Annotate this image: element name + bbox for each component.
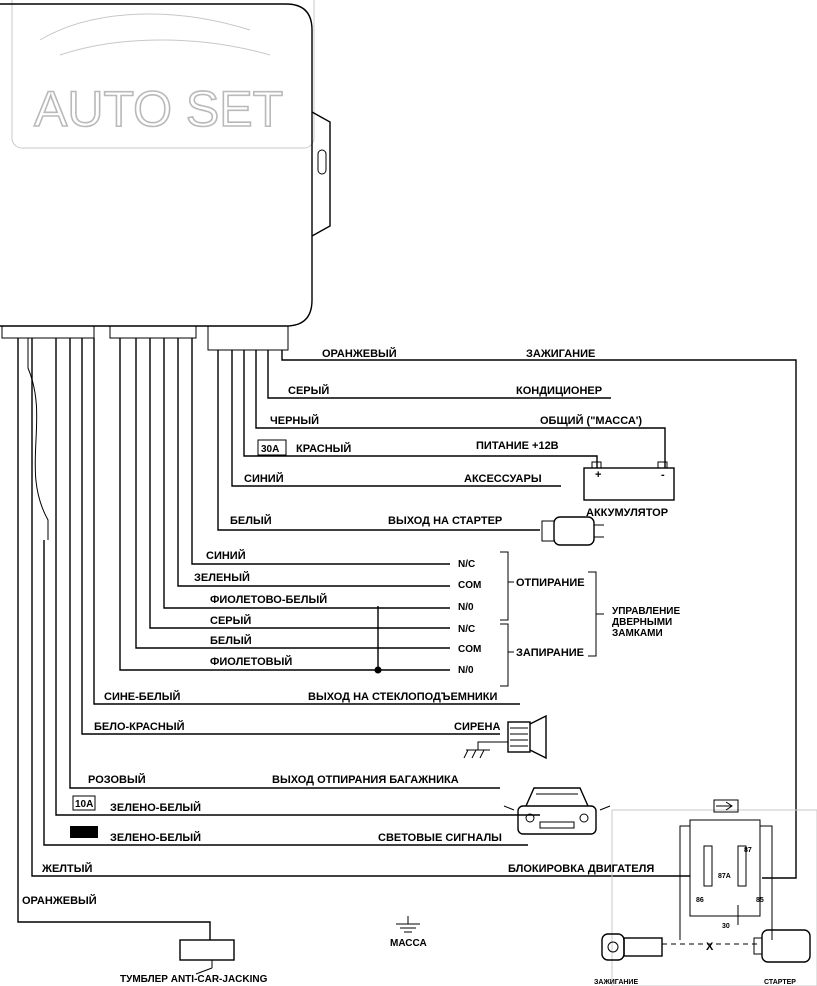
logo-text: AUTO SET [34,81,283,137]
wire-blue-white: СИНЕ-БЕЛЫЙ [104,690,181,703]
wire-orange-top: ОРАНЖЕВЫЙ [322,347,397,360]
contact-no-1: N/0 [458,602,474,613]
label-power: ПИТАНИЕ +12В [476,440,559,452]
label-door-control-1: УПРАВЛЕНИЕ [612,606,680,617]
battery-symbol [583,461,675,501]
wire-white-red: БЕЛО-КРАСНЫЙ [94,720,185,733]
label-ignition: ЗАЖИГАНИЕ [526,348,595,360]
wire-lines-middle [119,338,450,674]
wire-violet-white: ФИОЛЕТОВО-БЕЛЫЙ [210,593,327,606]
label-starter-out: ВЫХОД НА СТАРТЕР [388,515,502,527]
wire-pink: РОЗОВЫЙ [88,773,146,786]
contact-com-1: COM [458,580,481,591]
label-toggle: ТУМБЛЕР ANTI-CAR-JACKING [120,974,268,985]
autoset-logo: AUTO SET [11,0,315,149]
starter-motor-icon [541,516,604,546]
relay-pin-87: 87 [744,847,752,854]
relay-pin-30: 30 [722,923,730,930]
contact-nc-2: N/C [458,624,475,635]
fuse-10a [72,795,96,811]
wire-yellow: ЖЕЛТЫЙ [41,862,92,875]
wire-gray-2: СЕРЫЙ [210,614,251,627]
label-ac: КОНДИЦИОНЕР [516,385,602,397]
starter-motor-bottom-icon [753,929,811,963]
wire-blue-2: СИНИЙ [206,549,246,562]
wire-green-white-1: ЗЕЛЕНО-БЕЛЫЙ [110,801,201,814]
relay-pin-85: 85 [756,897,764,904]
label-accessories: АКСЕССУАРЫ [464,473,542,485]
wire-white-1: БЕЛЫЙ [230,514,272,527]
wire-gray-1: СЕРЫЙ [288,384,329,397]
car-icon [503,787,611,835]
label-trunk: ВЫХОД ОТПИРАНИЯ БАГАЖНИКА [272,774,459,786]
wire-black: ЧЕРНЫЙ [270,414,319,427]
label-ignition-bottom: ЗАЖИГАНИЕ [594,979,638,986]
relay-schematic [611,799,817,986]
label-siren: СИРЕНА [454,721,500,733]
label-windows: ВЫХОД НА СТЕКЛОПОДЪЕМНИКИ [308,691,498,703]
wire-white-2: БЕЛЫЙ [210,634,252,647]
ignition-key-icon [601,933,663,961]
alarm-control-unit [0,3,331,351]
anti-car-jacking-toggle [179,939,235,975]
connector-middle [109,325,197,339]
label-door-control-2: ДВЕРНЫМИ [612,617,672,628]
contact-com-2: COM [458,644,481,655]
battery-minus: - [661,469,665,481]
wire-red: КРАСНЫЙ [296,442,351,455]
fuse-30a [257,439,287,456]
label-ground-common: ОБЩИЙ ("МАССА') [540,414,642,427]
contact-no-2: N/0 [458,665,474,676]
label-lights: СВЕТОВЫЕ СИГНАЛЫ [378,832,502,844]
battery-plus: + [595,469,601,481]
wire-lines-right [217,350,797,879]
label-door-control-3: ЗАМКАМИ [612,628,663,639]
switch-block [70,826,98,838]
contact-nc-1: N/C [458,559,475,570]
relay-pin-86: 86 [696,897,704,904]
wire-lines-left [17,338,690,940]
label-starter-bottom: СТАРТЕР [764,979,796,986]
wire-green-white-2: ЗЕЛЕНО-БЕЛЫЙ [110,831,201,844]
wire-green: ЗЕЛЕНЫЙ [194,571,250,584]
connector-right [207,325,289,351]
wire-violet: ФИОЛЕТОВЫЙ [210,655,292,668]
label-engine-block: БЛОКИРОВКА ДВИГАТЕЛЯ [508,863,654,875]
fuse-10a-label: 10A [75,799,93,810]
label-lock: ЗАПИРАНИЕ [516,647,584,659]
label-battery: АККУМУЛЯТОР [586,507,668,519]
wire-blue-1: СИНИЙ [244,472,284,485]
ground-symbol [396,916,420,933]
door-brackets [500,551,604,687]
loop-wire [27,338,49,540]
fuse-30a-label: 30A [261,444,279,455]
wire-orange-bottom: ОРАНЖЕВЫЙ [22,894,97,907]
siren-icon [463,714,547,760]
relay-pin-87a: 87A [718,873,731,880]
cut-mark: X [706,941,714,953]
connector-left [1,325,95,339]
label-unlock: ОТПИРАНИЕ [516,577,585,589]
label-ground: МАССА [390,938,427,949]
